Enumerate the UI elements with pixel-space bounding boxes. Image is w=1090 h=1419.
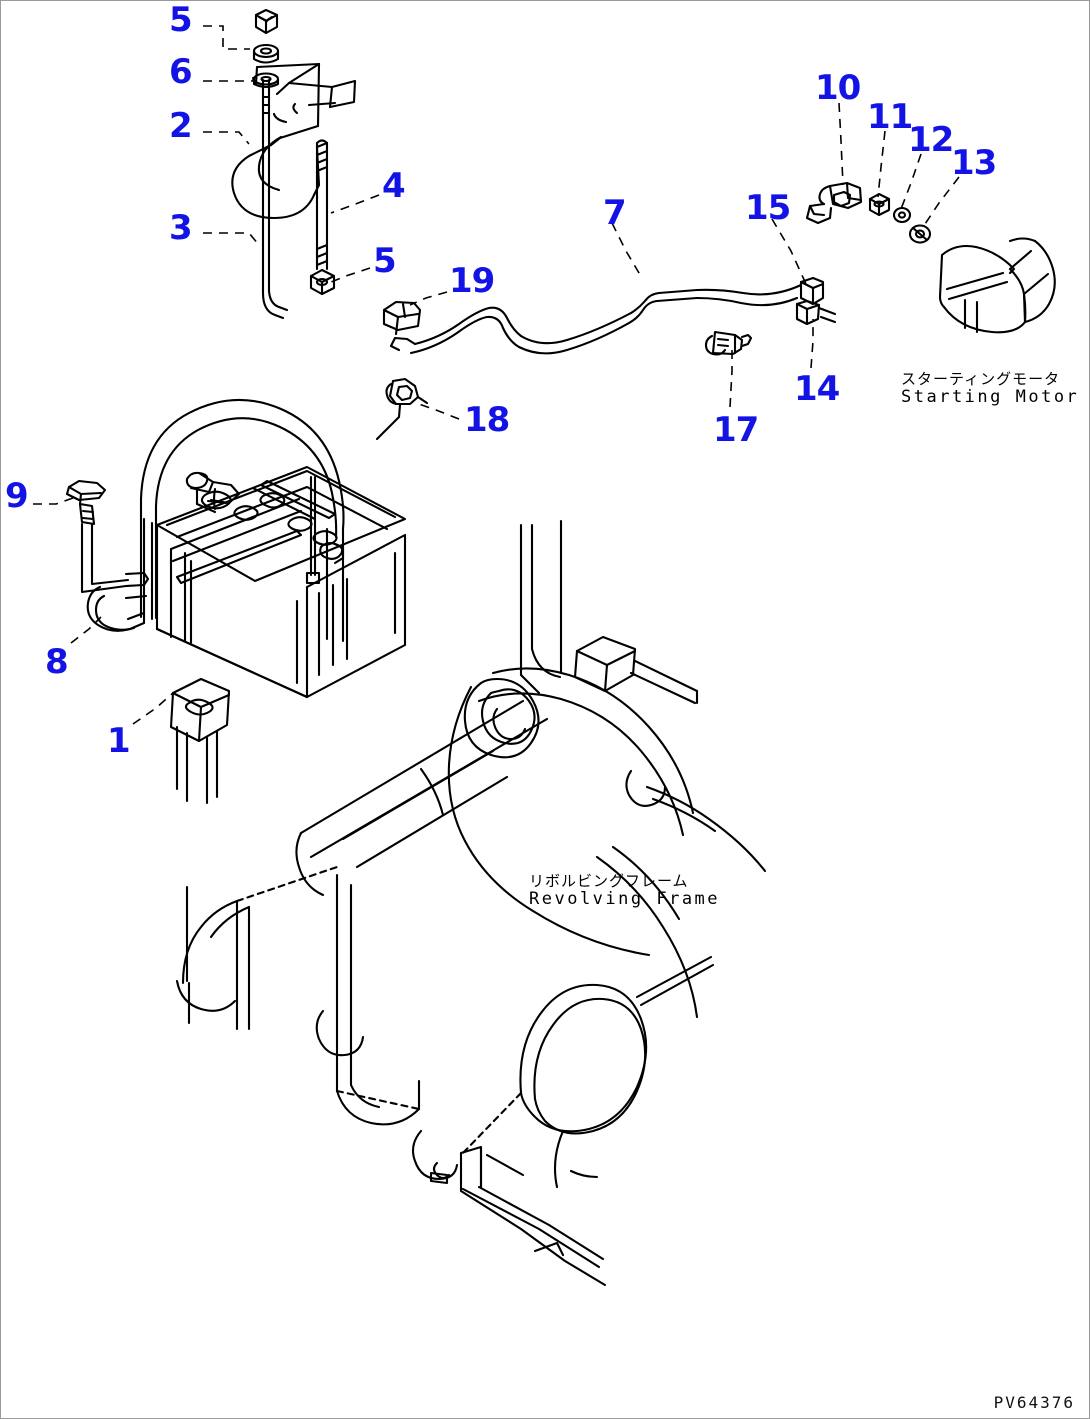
callout-number-6: 6 — [169, 52, 193, 92]
callout-number-18: 18 — [464, 400, 510, 440]
part-13-washer — [908, 224, 932, 244]
part-18-terminal — [375, 377, 429, 441]
part-9-bolt — [65, 479, 107, 568]
part-7-cable — [389, 283, 803, 355]
caption-starting-motor-en: Starting Motor — [901, 387, 1080, 407]
part-6-washer — [252, 43, 280, 64]
caption-starting-motor-jp: スターティングモータ — [901, 370, 1061, 388]
callout-number-4: 4 — [382, 166, 406, 206]
caption-starting-motor: スターティングモータ Starting Motor — [901, 371, 1079, 407]
callout-number-1: 1 — [107, 721, 131, 761]
part-4-rod — [315, 139, 329, 271]
callout-number-5: 5 — [169, 0, 193, 40]
battery-assembly — [139, 398, 407, 805]
terminal-hardware-group — [805, 181, 932, 244]
callout-number-13: 13 — [951, 143, 997, 183]
part-17-bolt — [704, 330, 753, 356]
callout-number-12: 12 — [908, 120, 954, 160]
callout-number-19: 19 — [449, 261, 495, 301]
caption-revolving-frame-jp: リボルビングフレーム — [529, 872, 689, 890]
part-6-washer-lower — [252, 72, 280, 89]
callout-number-11: 11 — [867, 97, 913, 137]
part-10-terminal — [805, 181, 863, 225]
callout-number-15: 15 — [745, 188, 791, 228]
part-3-rod — [261, 78, 289, 320]
part-19-clip — [382, 300, 422, 336]
callout-number-3: 3 — [169, 208, 193, 248]
callout-number-5: 5 — [373, 241, 397, 281]
drawing-number: PV64376 — [993, 1393, 1075, 1412]
part-2-bracket — [231, 62, 357, 220]
callout-number-9: 9 — [5, 476, 29, 516]
cable-junction-15-14 — [795, 276, 837, 326]
callout-number-7: 7 — [603, 193, 627, 233]
battery-holddown-assembly — [231, 8, 357, 320]
callout-number-2: 2 — [169, 106, 193, 146]
callout-number-8: 8 — [45, 642, 69, 682]
callout-number-14: 14 — [794, 369, 840, 409]
part-11-nut — [868, 192, 891, 217]
callout-number-10: 10 — [815, 68, 861, 108]
part-12-washer — [892, 206, 912, 224]
callout-number-17: 17 — [713, 410, 759, 450]
part-5-nut-top — [254, 8, 279, 35]
caption-revolving-frame-en: Revolving Frame — [529, 889, 721, 909]
frame-hidden-edges — [235, 865, 523, 1157]
revolving-frame-structure — [175, 519, 767, 1287]
part-5-nut-lower — [309, 268, 336, 296]
starting-motor-body — [938, 237, 1056, 334]
caption-revolving-frame: リボルビングフレーム Revolving Frame — [529, 873, 720, 909]
